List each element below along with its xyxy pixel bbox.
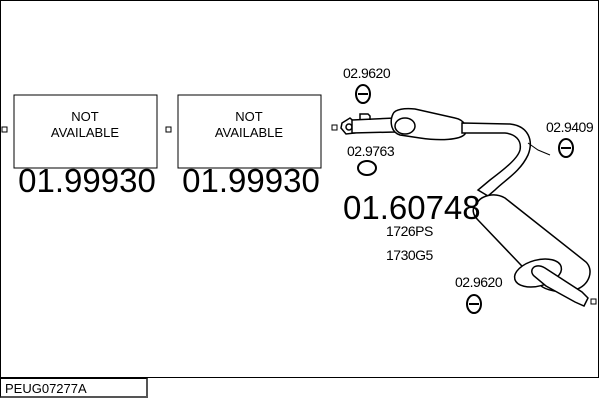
diagram-reference: PEUG07277A (0, 378, 148, 398)
tailpipe (531, 265, 589, 307)
pipe (461, 122, 531, 197)
not-available-box (177, 94, 322, 169)
gasket[interactable]: 02.9763 (347, 143, 395, 176)
not-available-line1: NOT (71, 109, 99, 124)
unavailable-part-2[interactable]: NOT AVAILABLE 01.99930 (165, 94, 322, 199)
connector-marker (1, 126, 8, 133)
gasket-ring-icon (357, 160, 377, 176)
rear-silencer-assembly[interactable] (331, 107, 597, 307)
main-part-ref2: 1730G5 (386, 247, 434, 263)
part-number: 01.99930 (18, 162, 156, 199)
unavailable-part-1[interactable]: NOT AVAILABLE 01.99930 (1, 94, 158, 199)
hanger-right-number: 02.9409 (546, 119, 594, 135)
main-part-ref1: 1726PS (386, 223, 433, 239)
diagram-frame (0, 0, 599, 378)
connector-marker (165, 126, 172, 133)
hanger-bottom-number: 02.9620 (455, 274, 503, 290)
connector-marker (590, 298, 597, 305)
hanger-right[interactable]: 02.9409 (546, 119, 594, 158)
hanger-bottom[interactable]: 02.9620 (455, 274, 503, 314)
not-available-line1: NOT (235, 109, 263, 124)
hanger-top[interactable]: 02.9620 (343, 65, 391, 104)
part-number: 01.99930 (182, 162, 320, 199)
gasket-number: 02.9763 (347, 143, 395, 159)
connector-marker (331, 124, 338, 131)
hanger-top-number: 02.9620 (343, 65, 391, 81)
not-available-box (13, 94, 158, 169)
main-part-number[interactable]: 01.60748 (343, 189, 481, 226)
not-available-line2: AVAILABLE (215, 125, 283, 140)
not-available-line2: AVAILABLE (51, 125, 119, 140)
